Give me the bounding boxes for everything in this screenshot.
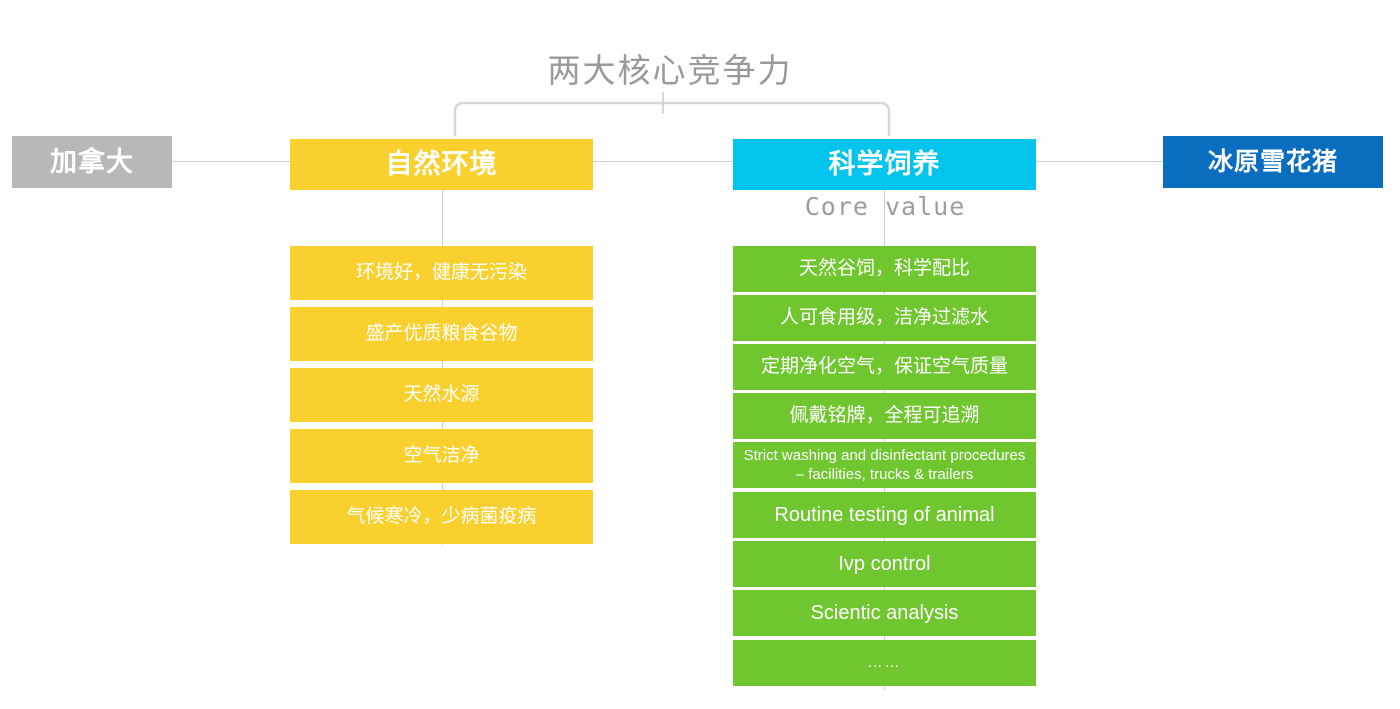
list-item[interactable]: 人可食用级，洁净过滤水 [733,295,1036,341]
page-title: 两大核心竞争力 [547,52,793,89]
column-spine-right [884,190,885,690]
pillar-header-scientific-breeding[interactable]: 科学饲养 [733,139,1036,190]
list-item[interactable]: 环境好，健康无污染 [290,246,593,300]
core-value-caption: Core value [804,192,966,221]
list-item[interactable]: 气候寒冷，少病菌疫病 [290,490,593,544]
list-item[interactable]: …… [733,640,1036,686]
column-spine-left [442,190,443,545]
list-item[interactable]: 天然水源 [290,368,593,422]
list-item[interactable]: 佩戴铭牌，全程可追溯 [733,393,1036,439]
origin-box[interactable]: 加拿大 [12,136,172,188]
list-item[interactable]: Ivp control [733,541,1036,587]
list-item[interactable]: Strict washing and disinfectant procedur… [733,442,1036,488]
list-item[interactable]: 定期净化空气，保证空气质量 [733,344,1036,390]
pillar-header-natural-environment[interactable]: 自然环境 [290,139,593,190]
connector-origin-to-pillar1 [172,161,292,162]
corner-artifact [0,0,76,13]
list-item[interactable]: 天然谷饲，科学配比 [733,246,1036,292]
list-item[interactable]: Routine testing of animal [733,492,1036,538]
connector-pillar1-to-pillar2 [593,161,735,162]
connector-pillar2-to-result [1035,161,1185,162]
list-item[interactable]: 空气洁净 [290,429,593,483]
list-item[interactable]: 盛产优质粮食谷物 [290,307,593,361]
result-box[interactable]: 冰原雪花猪 [1163,136,1383,188]
grouping-bracket [453,101,891,136]
list-item[interactable]: Scientic analysis [733,590,1036,636]
